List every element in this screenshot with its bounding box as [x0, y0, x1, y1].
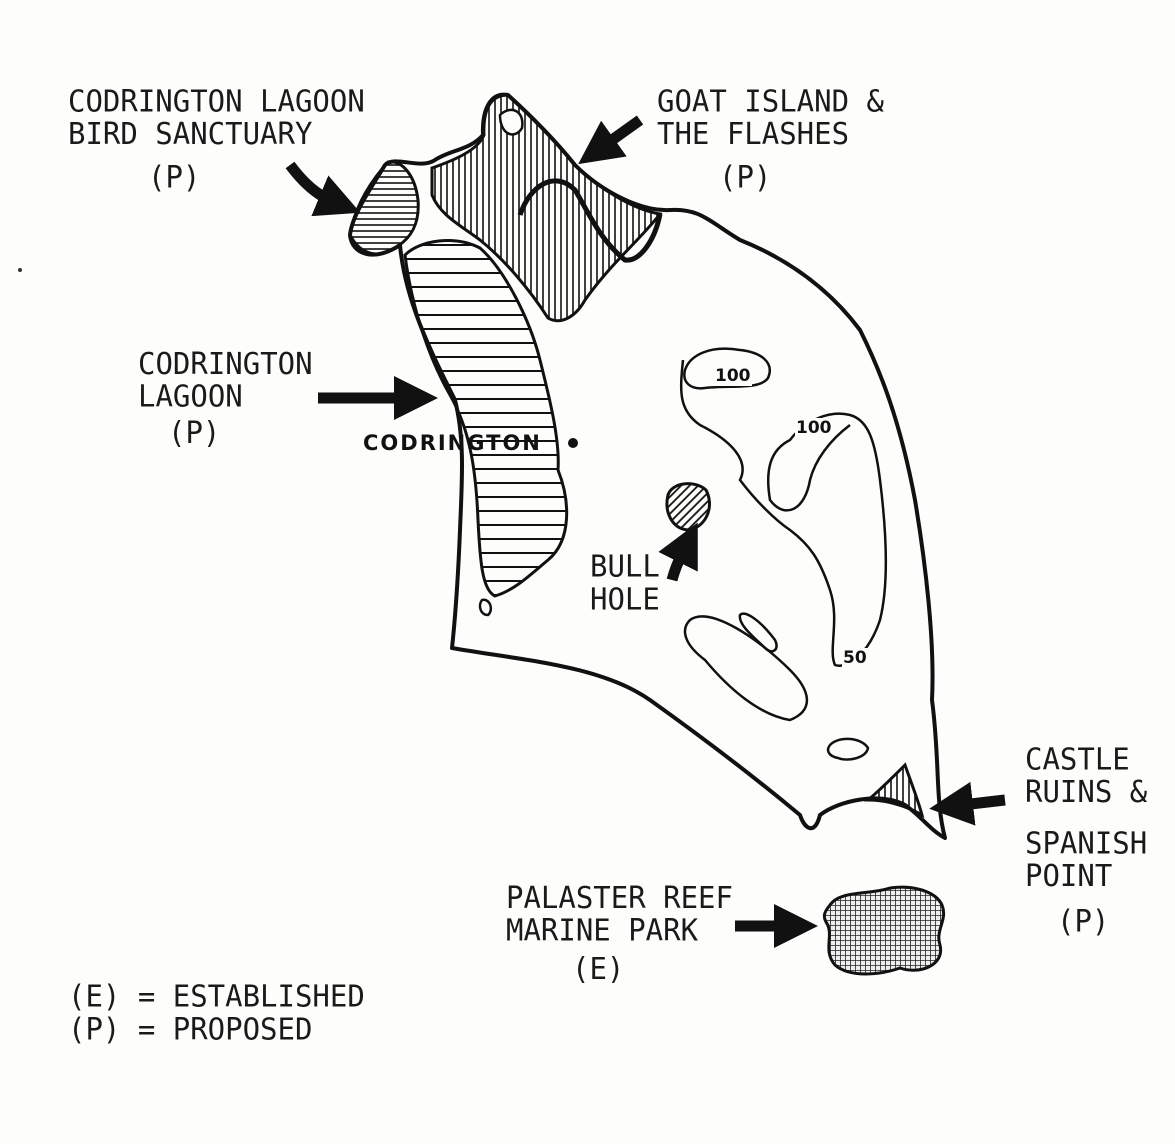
- contour-100-north: [683, 347, 771, 390]
- contour-label: 100: [714, 366, 752, 386]
- legend-proposed: (P) = PROPOSED: [68, 1010, 313, 1047]
- legend: (E) = ESTABLISHED(P) = PROPOSED: [68, 980, 365, 1045]
- legend-established: (E) = ESTABLISHED: [68, 978, 365, 1015]
- contour-main: [679, 359, 888, 667]
- bird-sanctuary-area: [348, 160, 420, 256]
- arrow-castle: [929, 781, 1006, 826]
- arrow-goat-island: [578, 115, 644, 165]
- palaster-reef-area: [822, 885, 946, 976]
- bull-hole-area: [665, 482, 711, 532]
- label-goat-island: GOAT ISLAND &THE FLASHES(P): [657, 83, 884, 195]
- contour-label: 100: [795, 418, 833, 438]
- codrington-lagoon-area: [403, 239, 569, 598]
- castle-ruins-area: [863, 762, 925, 819]
- codrington-town-dot: [568, 438, 578, 448]
- arrow-bird-sanctuary: [285, 161, 361, 217]
- label-codrington-town: CODRINGTON: [363, 431, 542, 455]
- arrow-bull-hole: [658, 522, 698, 582]
- arrows: [285, 115, 1006, 948]
- contour-label: 50: [842, 648, 868, 668]
